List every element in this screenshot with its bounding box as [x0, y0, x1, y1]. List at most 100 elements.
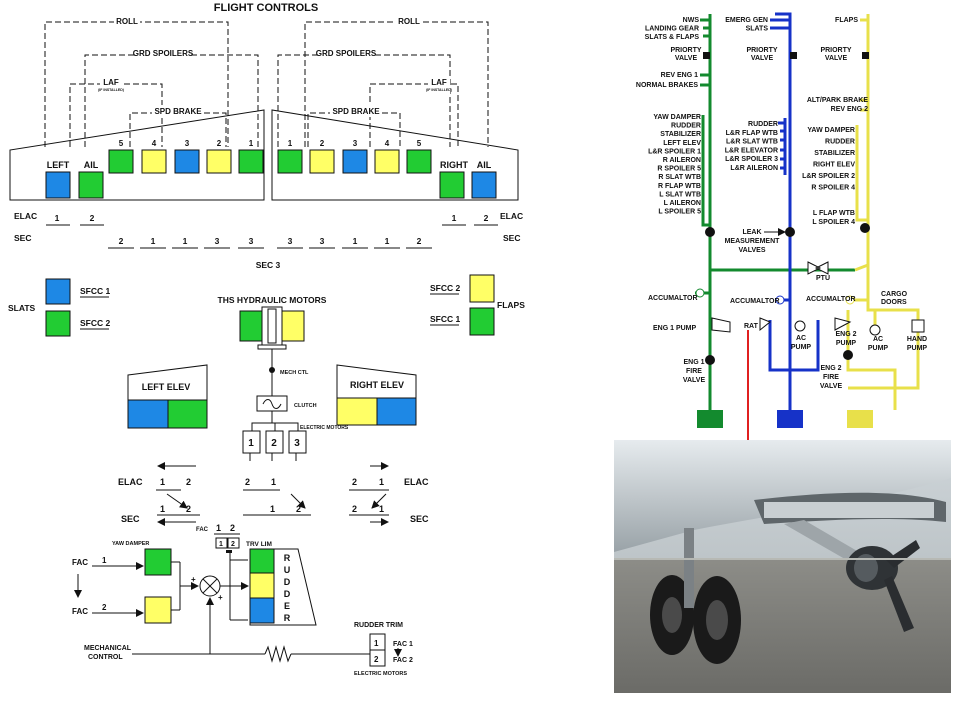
eng1-fire-2: VALVE	[683, 377, 706, 384]
cargo-text-2: DOORS	[881, 299, 907, 306]
yellow-user-3: RIGHT ELEV	[813, 162, 855, 169]
flaps-sfcc1-label: SFCC 1	[430, 314, 461, 324]
left-elev-label: LEFT ELEV	[142, 382, 191, 392]
left-wing-outline	[9, 109, 265, 201]
green-priority-text-1: PRIORTY	[670, 47, 701, 54]
ths-title: THS HYDRAULIC MOTORS	[218, 295, 327, 305]
left-spoiler-4	[141, 149, 167, 174]
trv-lim-box-1	[215, 537, 228, 549]
left-spoiler-num-5: 5	[119, 139, 124, 148]
left-spoiler-num-1: 1	[249, 139, 254, 148]
eng1-fire-1: FIRE	[686, 368, 702, 375]
laf-label-right: LAF	[431, 78, 447, 87]
green-user-3: LEFT ELEV	[663, 140, 701, 147]
sec-number-3: 1	[183, 236, 188, 246]
left-ail-label: AIL	[84, 160, 99, 170]
green-accumulator-icon	[695, 288, 705, 298]
green-system-lines	[695, 14, 855, 410]
yellow-priority-valve	[862, 52, 869, 59]
right-aileron-green	[439, 171, 465, 199]
blue-priority-text-2: VALVE	[751, 55, 774, 62]
left-spoiler-3	[174, 149, 200, 174]
elac-right-2: 2	[484, 213, 489, 223]
right-spoiler-5	[406, 149, 432, 174]
trv-lim-num-2: 2	[231, 541, 235, 548]
yellow-user-2: STABILIZER	[814, 150, 855, 157]
right-spoiler-num-3: 3	[353, 139, 358, 148]
trv-lim-num-1: 1	[219, 541, 223, 548]
grd-spoilers-bracket-right	[277, 54, 451, 147]
ths-electric-motor-2	[265, 430, 284, 454]
slats-sfcc2-box	[45, 310, 71, 337]
sec-number-7: 3	[320, 236, 325, 246]
green-user-10: L AILERON	[664, 200, 701, 207]
yellow-user-0: YAW DAMPER	[807, 127, 855, 134]
left-spoiler-num-3: 3	[185, 139, 190, 148]
blue-priority-text-1: PRIORTY	[746, 47, 777, 54]
elevator-computer-labels: ELAC SEC ELAC SEC 1 2 2 1 2 1 1 2 1 2 2 …	[118, 477, 429, 524]
green-user-0: YAW DAMPER	[653, 114, 701, 121]
green-leak-valve	[705, 227, 715, 237]
roll-label-right: ROLL	[398, 17, 420, 26]
right-spoiler-num-2: 2	[320, 139, 325, 148]
eng2-fire-2: VALVE	[820, 383, 843, 390]
green-user-5: R AILERON	[663, 157, 701, 164]
mech-ctl-label: MECH CTL	[280, 370, 309, 376]
green-user-4: L&R SPOILER 1	[648, 148, 701, 155]
mechanical-label: MECHANICAL	[84, 645, 132, 652]
green-user-11: L SPOILER 5	[658, 209, 701, 216]
yellow-user-5: R SPOILER 4	[811, 185, 855, 192]
blue-top-0: EMERG GEN	[725, 17, 768, 24]
elev-sec-m2: 2	[296, 504, 301, 514]
eng2-pump-label-2: PUMP	[836, 340, 857, 347]
blue-accumulator-label: ACCUMALTOR	[730, 298, 780, 305]
elac-left-2: 2	[90, 213, 95, 223]
sec-number-2: 1	[151, 236, 156, 246]
left-aileron-blue	[45, 171, 71, 199]
blue-ac-pump-label-1: AC	[796, 335, 806, 342]
yellow-mid-1: REV ENG 2	[831, 106, 868, 113]
green-priority-text-2: VALVE	[675, 55, 698, 62]
sec-number-8: 1	[353, 236, 358, 246]
eng2-fire-0: ENG 2	[820, 365, 841, 372]
trv-lim-label: TRV LIM	[246, 541, 272, 548]
control-label: CONTROL	[88, 654, 123, 661]
elev-sec-label-left: SEC	[121, 514, 140, 524]
mech-ctl-node	[269, 367, 275, 373]
blue-priority-valve	[790, 52, 797, 59]
slats-sfcc1-label: SFCC 1	[80, 286, 111, 296]
eng2-pump-label-1: ENG 2	[835, 331, 856, 338]
leak-text-0: LEAK	[742, 229, 761, 236]
rudder-section: YAW DAMPER FAC FAC 1 2 + + FAC 1 2	[72, 523, 413, 677]
yellow-low-1: L SPOILER 4	[812, 219, 855, 226]
yellow-priority-text-1: PRIORTY	[820, 47, 851, 54]
spring-icon	[264, 645, 292, 663]
right-label: RIGHT	[440, 160, 469, 170]
blue-user-3: L&R ELEVATOR	[725, 147, 778, 154]
eng1-pump-icon	[711, 317, 731, 333]
elevator-computer-logic	[156, 462, 389, 526]
green-user-6: R SPOILER 5	[657, 166, 701, 173]
spd-brake-label-right: SPD BRAKE	[332, 107, 380, 116]
sec-label-left: SEC	[14, 233, 31, 243]
elev-sec-m1: 1	[270, 504, 275, 514]
yellow-priority-text-2: VALVE	[825, 55, 848, 62]
sec-number-6: 3	[288, 236, 293, 246]
wing-surfaces-section: FLIGHT CONTROLS ROLL ROLL GRD SPOILERS G…	[9, 2, 523, 270]
rat-icon	[759, 317, 771, 332]
elev-sec-r2: 1	[379, 504, 384, 514]
sec3-label: SEC 3	[256, 260, 281, 270]
green-user-8: R FLAP WTB	[658, 183, 701, 190]
left-label: LEFT	[47, 160, 70, 170]
rat-label: RAT	[744, 323, 759, 330]
rudder-letter-3: D	[284, 577, 291, 587]
elev-elac-label-left: ELAC	[118, 477, 143, 487]
right-spoiler-2	[309, 149, 335, 174]
elev-sec-l1: 1	[160, 504, 165, 514]
yaw-damper-label: YAW DAMPER	[112, 541, 149, 547]
blue-user-5: L&R AILERON	[730, 165, 778, 172]
right-spoiler-1	[277, 149, 303, 174]
right-spoiler-num-1: 1	[288, 139, 293, 148]
green-user-7: R SLAT WTB	[658, 174, 701, 181]
